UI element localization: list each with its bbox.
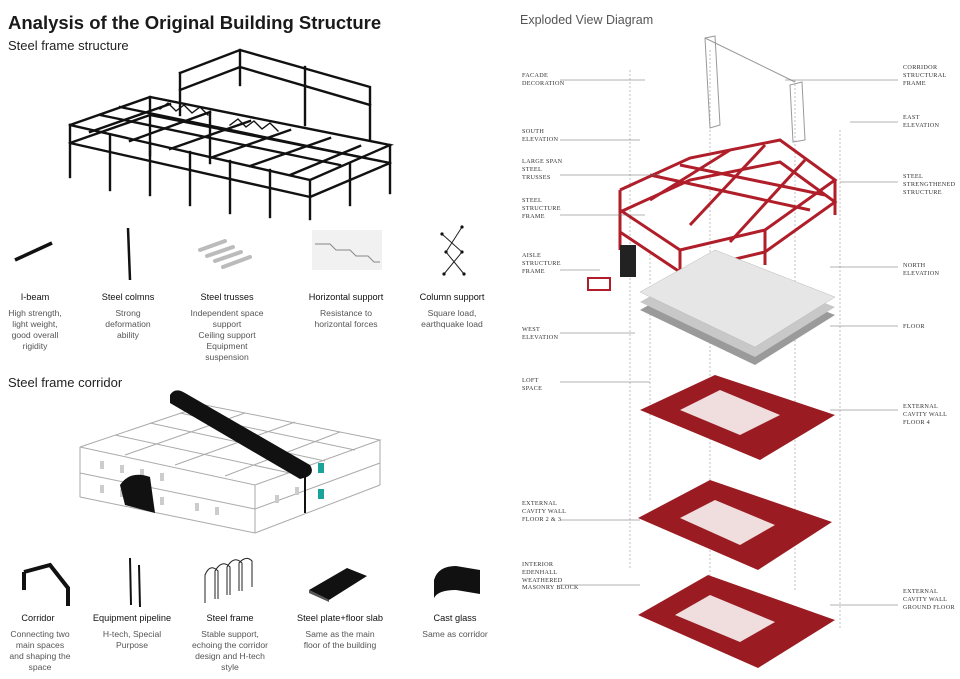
component-label: Column support xyxy=(419,292,485,302)
component-label: Steel frame xyxy=(206,613,254,623)
callout-floor: FLOOR xyxy=(903,323,925,330)
steel-frame-corridor-title: Steel frame corridor xyxy=(8,375,123,390)
component-desc: H-tech, Special Purpose xyxy=(102,629,162,650)
component-label: Cast glass xyxy=(433,613,477,623)
component-desc: Resistance to horizontal forces xyxy=(314,308,378,329)
callout-interior-masonry-block: INTERIOR EDENHALL WEATHERED MASONRY BLOC… xyxy=(522,561,579,592)
component-label: Equipment pipeline xyxy=(92,613,172,623)
component-label: Horizontal support xyxy=(308,292,384,302)
callout-facade-decoration: FACADE DECORATION xyxy=(522,72,565,87)
callout-north-elevation: NORTH ELEVATION xyxy=(903,262,940,277)
callout-steel-strengthened-structure: STEEL STRENGTHENED STRUCTURE xyxy=(903,173,956,196)
callout-large-span-steel-trusses: LARGE SPAN STEEL TRUSSES xyxy=(522,158,563,181)
callout-external-cavity-wall-floor-4: EXTERNAL CAVITY WALL FLOOR 4 xyxy=(903,403,948,426)
callout-aisle-structure-frame: AISLE STRUCTURE FRAME xyxy=(522,252,561,275)
page-title: Analysis of the Original Building Struct… xyxy=(8,12,382,33)
exploded-view-drawing xyxy=(587,35,841,668)
steel-plate-floor-slab-icon xyxy=(309,568,367,602)
component-label: I-beam xyxy=(20,292,50,302)
callout-corridor-structural-frame: CORRIDOR STRUCTURAL FRAME xyxy=(903,64,947,87)
component-desc: Same as corridor xyxy=(422,629,488,639)
corridor-icon xyxy=(22,562,70,606)
callout-south-elevation: SOUTH ELEVATION xyxy=(522,128,559,143)
steel-truss-icon xyxy=(198,239,252,269)
component-desc: Same as the main floor of the building xyxy=(303,629,377,650)
steel-column-icon xyxy=(126,227,132,281)
column-support-icon xyxy=(440,225,466,276)
steel-frame-icon xyxy=(204,557,253,603)
component-desc: Connecting two main spaces and shaping t… xyxy=(9,629,71,672)
component-label: Steel colmns xyxy=(101,292,155,302)
equipment-pipeline-icon xyxy=(129,557,141,608)
callout-loft-space: LOFT SPACE xyxy=(522,377,543,392)
component-desc: Stable support, echoing the corridor des… xyxy=(192,629,268,672)
steel-frame-structure-drawing xyxy=(68,48,394,221)
steel-frame-structure-title: Steel frame structure xyxy=(8,38,129,53)
callout-leader-lines xyxy=(560,79,898,606)
component-label: Steel trusses xyxy=(200,292,254,302)
callout-steel-structure-frame: STEEL STRUCTURE FRAME xyxy=(522,197,561,220)
component-label: Steel plate+floor slab xyxy=(296,613,384,623)
exploded-view-title: Exploded View Diagram xyxy=(520,13,654,27)
component-label: Corridor xyxy=(21,613,55,623)
horizontal-support-icon xyxy=(312,230,382,270)
steel-frame-corridor-drawing xyxy=(79,390,382,534)
component-desc: Independent space support Ceiling suppor… xyxy=(190,308,264,362)
callout-external-cavity-wall-floor-2-3: EXTERNAL CAVITY WALL FLOOR 2 & 3 xyxy=(522,500,567,523)
callout-east-elevation: EAST ELEVATION xyxy=(903,114,940,129)
callout-west-elevation: WEST ELEVATION xyxy=(522,326,559,341)
component-desc: High strength, light weight, good overal… xyxy=(8,308,62,351)
i-beam-icon xyxy=(14,241,53,262)
component-desc: Strong deformation ability xyxy=(105,308,151,340)
component-desc: Square load, earthquake load xyxy=(421,308,483,329)
callout-external-cavity-wall-ground-floor: EXTERNAL CAVITY WALL GROUND FLOOR xyxy=(903,588,955,611)
cast-glass-icon xyxy=(434,566,480,598)
